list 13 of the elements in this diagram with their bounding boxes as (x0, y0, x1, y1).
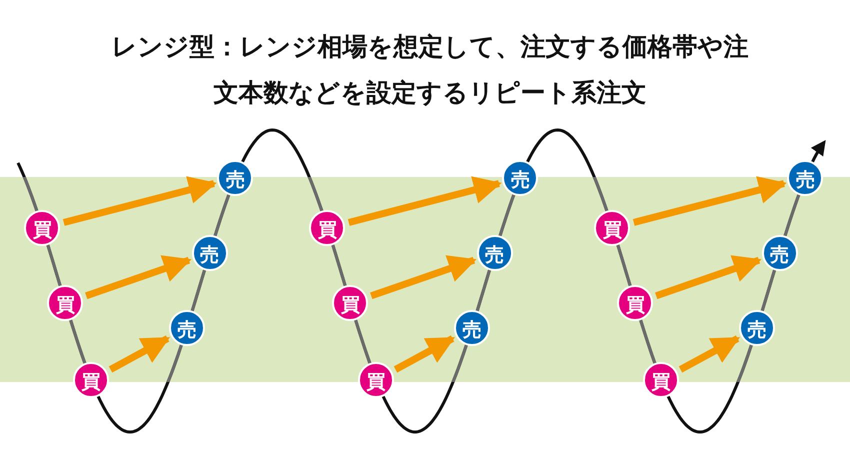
arrow (394, 335, 456, 373)
sell-order-marker: 売 (787, 160, 824, 196)
arrow (655, 255, 762, 300)
arrow (370, 255, 477, 300)
arrow (85, 255, 192, 300)
arrow (632, 176, 787, 226)
arrow (678, 335, 740, 373)
sell-order-marker: 売 (502, 160, 538, 196)
arrow (348, 176, 502, 226)
title: レンジ型：レンジ相場を想定して、注文する価格帯や注文本数などを設定するリピート系注文 (110, 31, 750, 109)
sell-order-marker: 売 (217, 160, 254, 196)
arrow (108, 335, 170, 373)
arrow (62, 176, 217, 226)
